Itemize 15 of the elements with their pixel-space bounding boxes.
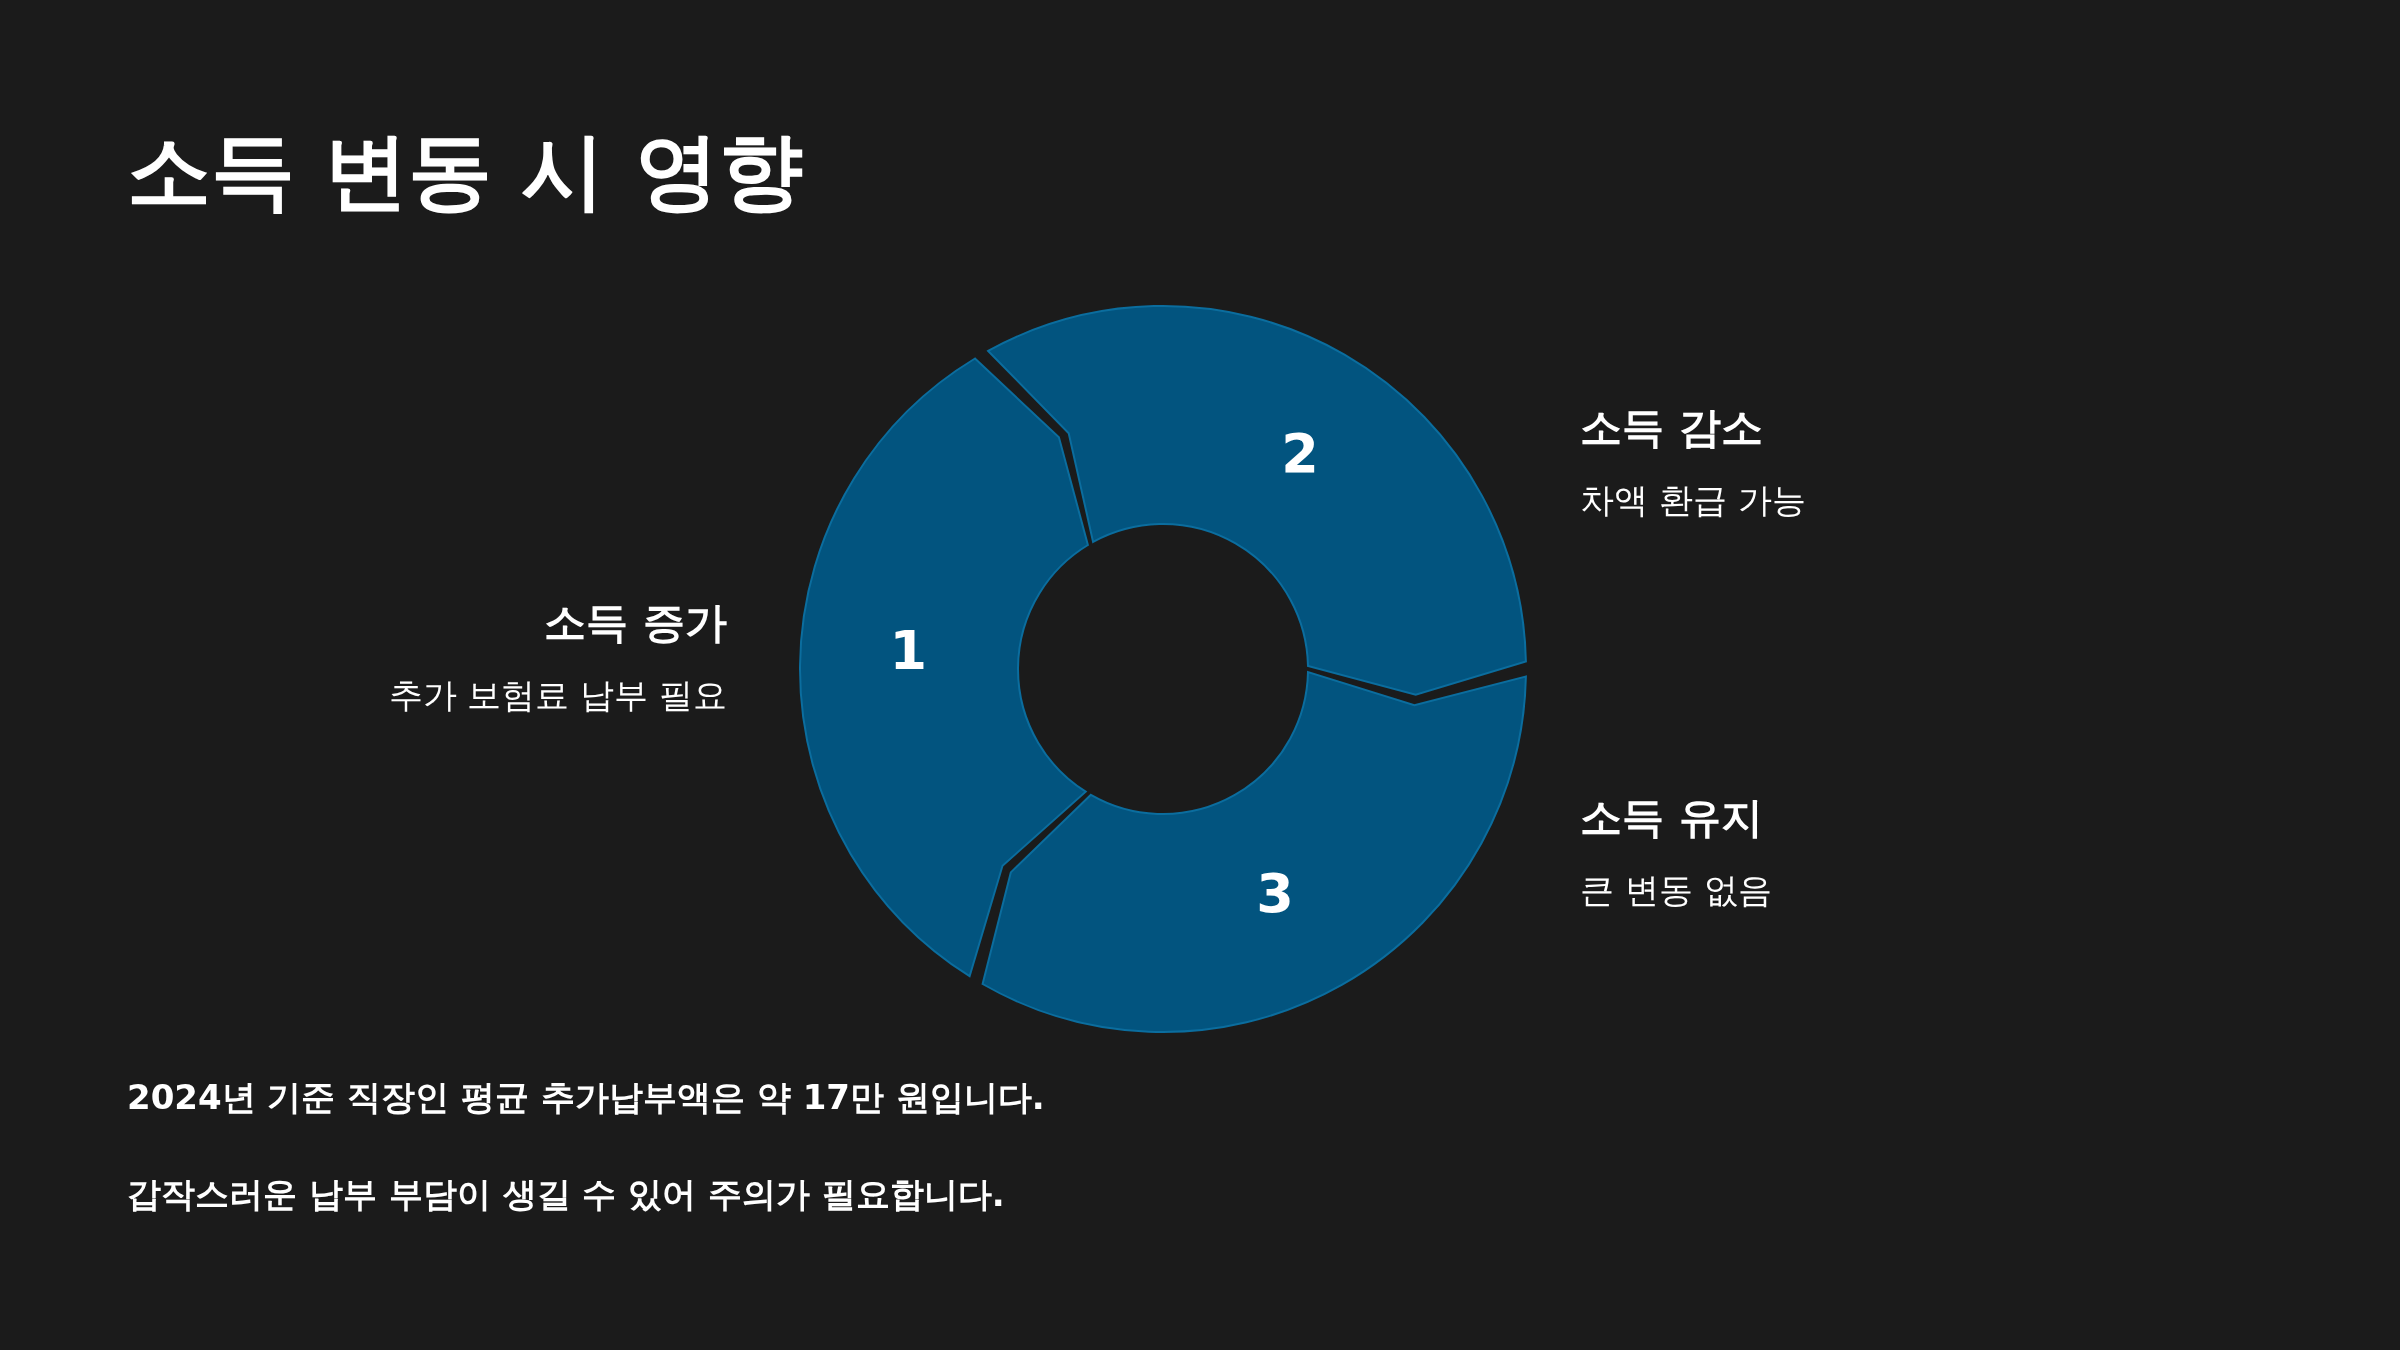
step-number: 2 xyxy=(1281,421,1319,485)
segment-description: 큰 변동 없음 xyxy=(1580,869,1772,912)
ring-segment xyxy=(981,671,1527,1033)
segment-heading: 소득 감소 xyxy=(1580,402,1763,454)
ring-segment xyxy=(987,305,1527,696)
slide-title: 소득 변동 시 영향 xyxy=(127,121,803,222)
step-number: 3 xyxy=(1256,862,1294,926)
segment-description: 차액 환급 가능 xyxy=(1580,479,1806,522)
ring-segment xyxy=(799,357,1089,978)
segment-description: 추가 보험료 납부 필요 xyxy=(388,674,727,717)
segment-heading: 소득 유지 xyxy=(1580,792,1763,844)
note-text: 2024년 기준 직장인 평균 추가납부액은 약 17만 원입니다. xyxy=(127,1076,1045,1119)
step-number: 1 xyxy=(889,619,928,683)
note-text: 갑작스러운 납부 부담이 생길 수 있어 주의가 필요합니다. xyxy=(127,1173,1005,1216)
segment-heading: 소득 증가 xyxy=(544,597,727,649)
